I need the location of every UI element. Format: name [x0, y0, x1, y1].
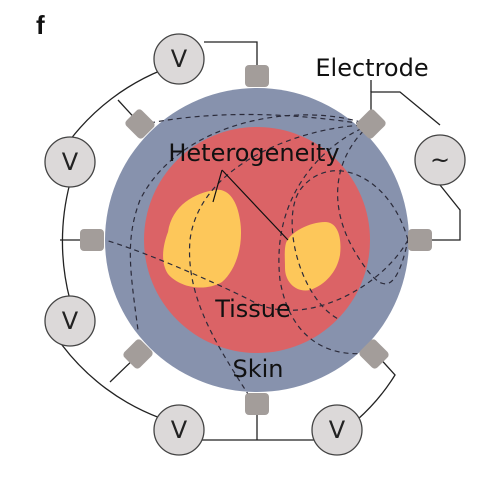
leader-small	[221, 169, 289, 241]
current-paths	[104, 113, 409, 406]
wire-source-bottom	[430, 184, 461, 241]
wire-branch-lr	[356, 353, 396, 421]
voltmeter-label: V	[62, 148, 79, 176]
source-circle	[414, 134, 466, 186]
voltmeter-label: V	[171, 45, 188, 73]
current-source: ~	[414, 134, 466, 186]
wire-lower-left-arc	[61, 344, 161, 419]
heterogeneity-small	[284, 222, 341, 291]
wire-source-top	[370, 91, 441, 126]
voltmeter-circle	[44, 295, 96, 347]
electrode-left	[80, 229, 104, 251]
meters: V V V V V ~	[44, 33, 466, 456]
current-line-1	[129, 114, 371, 331]
voltmeter-label: V	[329, 416, 346, 444]
electrode-lower-right	[359, 339, 389, 369]
tissue-layer	[144, 127, 370, 353]
electrode-lower-left	[123, 339, 153, 369]
tissue-label: Tissue	[214, 295, 291, 323]
skin-label: Skin	[232, 355, 283, 383]
voltmeter-label: V	[171, 416, 188, 444]
panel-letter: f	[36, 10, 45, 40]
electrode-top	[245, 65, 269, 87]
current-line-3	[278, 124, 376, 355]
electrodes	[80, 65, 432, 415]
voltmeter-upper-left: V	[44, 136, 96, 188]
heterogeneity-leaders	[212, 169, 289, 241]
electrode-label: Electrode	[315, 54, 428, 82]
leader-large	[212, 169, 223, 203]
wire-upper-left-arc	[69, 69, 163, 141]
current-line-6	[104, 239, 409, 311]
voltmeter-bottom-left: V	[153, 404, 205, 456]
current-line-2	[188, 124, 371, 406]
electrode-right	[408, 229, 432, 251]
voltmeter-lower-left: V	[44, 295, 96, 347]
electrode-upper-left	[125, 109, 155, 139]
wire-left-arc	[61, 182, 71, 301]
electrode-bottom	[245, 393, 269, 415]
voltmeter-circle	[153, 33, 205, 85]
voltmeter-circle	[153, 404, 205, 456]
voltmeter-top: V	[153, 33, 205, 85]
source-label: ~	[430, 146, 450, 174]
voltmeter-circle	[311, 404, 363, 456]
voltmeter-bottom-right: V	[311, 404, 363, 456]
voltmeter-circle	[44, 136, 96, 188]
current-line-7	[139, 113, 371, 126]
wire-top	[204, 41, 258, 73]
voltmeter-label: V	[62, 307, 79, 335]
electrode-upper-right	[356, 109, 386, 139]
heterogeneity-large	[163, 189, 242, 288]
heterogeneity-label: Heterogeneity	[168, 139, 339, 167]
